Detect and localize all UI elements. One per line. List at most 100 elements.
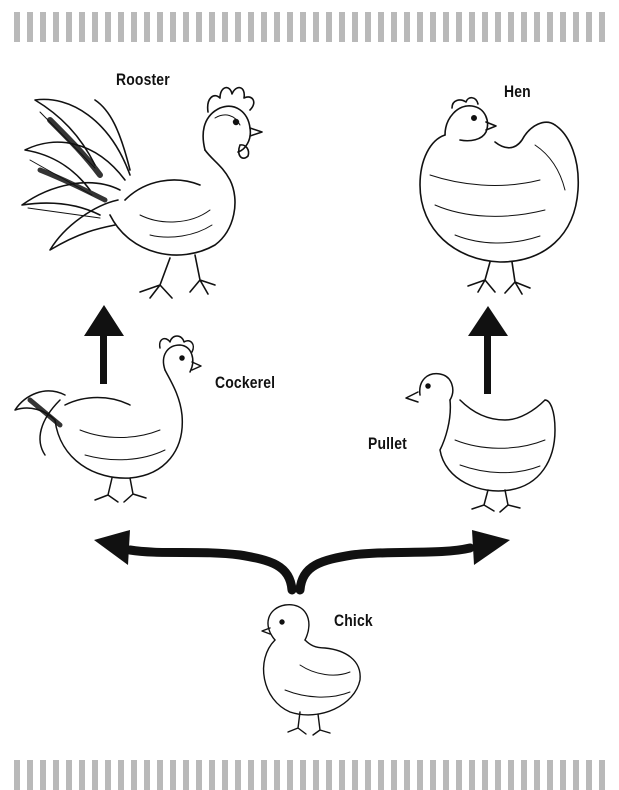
stripe-bar (248, 12, 254, 42)
stripe-bar (144, 760, 150, 790)
stripe-bar (300, 12, 306, 42)
stripe-bar (105, 12, 111, 42)
stripe-bar (27, 12, 33, 42)
rooster-illustration (22, 88, 262, 298)
stripe-bar (196, 760, 202, 790)
stripe-bar (547, 760, 553, 790)
stripe-bar (560, 12, 566, 42)
stripe-bar (196, 12, 202, 42)
arrow-pullet-to-hen (468, 306, 508, 394)
arrow-chick-to-cockerel (94, 530, 292, 590)
stripe-bar (14, 12, 20, 42)
stripe-bar (222, 760, 228, 790)
pullet-label: Pullet (368, 434, 407, 454)
stripe-bar (534, 12, 540, 42)
arrow-chick-to-pullet (300, 530, 510, 590)
stripe-bar (417, 760, 423, 790)
stripe-bar (469, 760, 475, 790)
stripe-bar (443, 760, 449, 790)
stripe-bar (209, 12, 215, 42)
top-stripe-border (14, 12, 605, 42)
stripe-bar (183, 12, 189, 42)
stripe-bar (66, 12, 72, 42)
stripe-bar (443, 12, 449, 42)
stripe-bar (157, 12, 163, 42)
stripe-bar (391, 760, 397, 790)
stripe-bar (404, 760, 410, 790)
rooster-label: Rooster (116, 70, 170, 90)
stripe-bar (274, 760, 280, 790)
stripe-bar (235, 760, 241, 790)
stripe-bar (482, 760, 488, 790)
stripe-bar (508, 760, 514, 790)
stripe-bar (378, 760, 384, 790)
chick-label: Chick (334, 611, 373, 631)
stripe-bar (534, 760, 540, 790)
stripe-bar (586, 12, 592, 42)
cockerel-label: Cockerel (215, 373, 275, 393)
cockerel-illustration (15, 336, 201, 502)
stripe-bar (339, 760, 345, 790)
stripe-bar (404, 12, 410, 42)
stripe-bar (599, 12, 605, 42)
stripe-bar (14, 760, 20, 790)
stripe-bar (144, 12, 150, 42)
bottom-stripe-border (14, 760, 605, 790)
stripe-bar (170, 760, 176, 790)
stripe-bar (131, 760, 137, 790)
stripe-bar (209, 760, 215, 790)
stripe-bar (27, 760, 33, 790)
stripe-bar (79, 760, 85, 790)
stripe-bar (222, 12, 228, 42)
stripe-bar (118, 12, 124, 42)
stripe-bar (430, 760, 436, 790)
stripe-bar (313, 12, 319, 42)
stripe-bar (560, 760, 566, 790)
stripe-bar (40, 12, 46, 42)
stripe-bar (287, 12, 293, 42)
stripe-bar (170, 12, 176, 42)
arrow-cockerel-to-rooster (84, 305, 124, 384)
stripe-bar (105, 760, 111, 790)
stripe-bar (495, 12, 501, 42)
hen-label: Hen (504, 82, 531, 102)
stripe-bar (547, 12, 553, 42)
stripe-bar (339, 12, 345, 42)
stripe-bar (235, 12, 241, 42)
stripe-bar (92, 12, 98, 42)
stripe-bar (79, 12, 85, 42)
stripe-bar (495, 760, 501, 790)
stripe-bar (430, 12, 436, 42)
stripe-bar (248, 760, 254, 790)
stripe-bar (521, 12, 527, 42)
stripe-bar (131, 12, 137, 42)
stripe-bar (365, 12, 371, 42)
stripe-bar (365, 760, 371, 790)
stripe-bar (300, 760, 306, 790)
stripe-bar (573, 12, 579, 42)
stripe-bar (274, 12, 280, 42)
hen-illustration (420, 98, 578, 294)
stripe-bar (287, 760, 293, 790)
stripe-bar (456, 12, 462, 42)
stripe-bar (326, 760, 332, 790)
stripe-bar (586, 760, 592, 790)
stripe-bar (40, 760, 46, 790)
stripe-bar (53, 760, 59, 790)
stripe-bar (352, 12, 358, 42)
stripe-bar (261, 12, 267, 42)
stripe-bar (92, 760, 98, 790)
stripe-bar (118, 760, 124, 790)
stripe-bar (469, 12, 475, 42)
stripe-bar (391, 12, 397, 42)
stripe-bar (157, 760, 163, 790)
stripe-bar (599, 760, 605, 790)
stripe-bar (183, 760, 189, 790)
pullet-illustration (406, 374, 555, 512)
stripe-bar (326, 12, 332, 42)
stripe-bar (456, 760, 462, 790)
stripe-bar (352, 760, 358, 790)
stripe-bar (313, 760, 319, 790)
stripe-bar (508, 12, 514, 42)
